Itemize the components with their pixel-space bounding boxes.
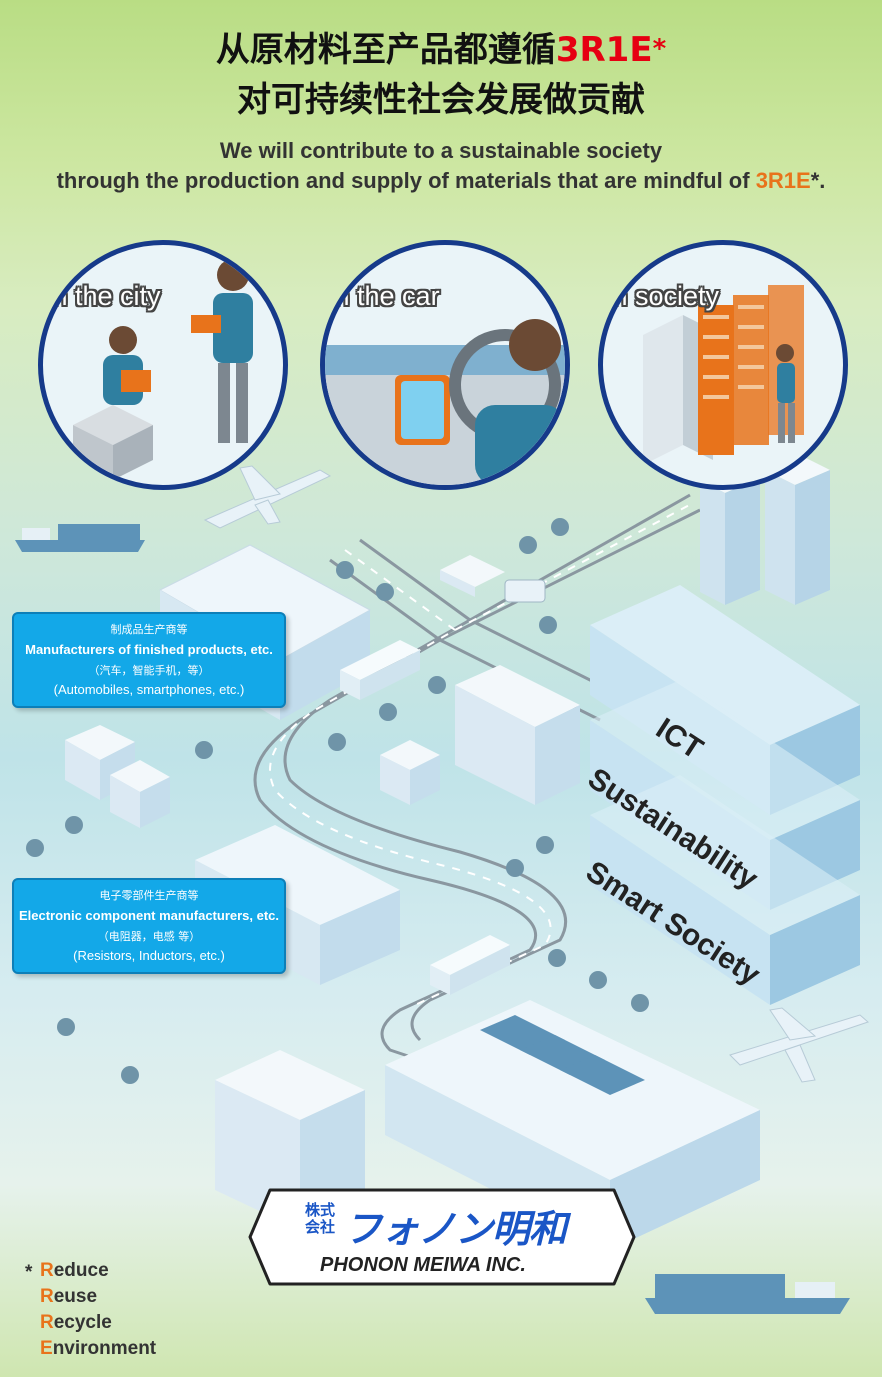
finished-en-title: Manufacturers of finished products, etc. [25,642,273,657]
legend-initial: E [40,1338,53,1359]
components-en-title: Electronic component manufacturers, etc. [18,908,280,923]
subtitle-3r1e: 3R1E [755,168,811,193]
legend-item-reduce: Reduce [40,1258,109,1284]
legend-star: * [25,1262,33,1283]
legend-initial: R [40,1260,54,1281]
components-cn-examples: （电阻器，电感 等） [97,930,201,943]
components-en-examples: (Resistors, Inductors, etc.) [73,948,225,963]
title-text: 从原材料至产品都遵循 [215,30,556,70]
legend-rest: nvironment [52,1338,157,1359]
subtitle-line-2: through the production and supply of mat… [0,168,882,194]
car-interior-icon [325,319,565,485]
finished-cn-title: 制成品生产商等 [110,623,188,636]
scene-city: In the city [38,240,288,490]
legend-rest: euse [53,1286,98,1307]
finished-products-box: 制成品生产商等 Manufacturers of finished produc… [12,612,286,708]
people-working-icon [73,259,253,480]
title-3r1e: 3R1E [555,30,653,70]
finished-cn-examples: （汽车，智能手机，等） [88,664,210,677]
title-star: * [652,34,667,64]
company-logo: 株式 会社 フォノン明和 PHONON MEIWA INC. [248,1180,636,1294]
components-cn-title: 电子零部件生产商等 [99,889,199,902]
scene-label-city: In the city [45,281,161,311]
subtitle-end: *. [810,168,826,193]
legend-rest: educe [53,1260,109,1281]
logo-kana-name: フォノン明和 [344,1207,567,1251]
legend-item-recycle: Recycle [40,1310,112,1336]
scene-car: In the car [320,240,570,490]
components-box: 电子零部件生产商等 Electronic component manufactu… [12,878,286,974]
logo-kaisha-line-1: 株式 [304,1201,335,1219]
server-racks-icon [643,285,804,465]
legend-initial: R [40,1286,54,1307]
logo-en-name: PHONON MEIWA INC. [320,1254,526,1276]
logo-plate-shape [248,1188,636,1286]
title-line-2: 对可持续性社会发展做贡献 [237,80,645,120]
legend-rest: ecycle [53,1312,112,1333]
title-line-1: 从原材料至产品都遵循3R1E* [0,22,882,71]
subtitle-line-1: We will contribute to a sustainable soci… [219,138,663,163]
scene-label-society: In society [605,281,720,311]
subtitle-text: through the production and supply of mat… [56,168,756,193]
finished-en-examples: (Automobiles, smartphones, etc.) [53,682,245,697]
scene-society: In society [598,240,848,490]
legend-item-reuse: Reuse [40,1284,97,1310]
legend-initial: R [40,1312,54,1333]
logo-kaisha: 株式 会社 [300,1202,340,1236]
legend-item-environment: Environment [40,1336,156,1362]
logo-kaisha-line-2: 会社 [304,1218,335,1236]
scene-label-car: In the car [327,281,440,311]
